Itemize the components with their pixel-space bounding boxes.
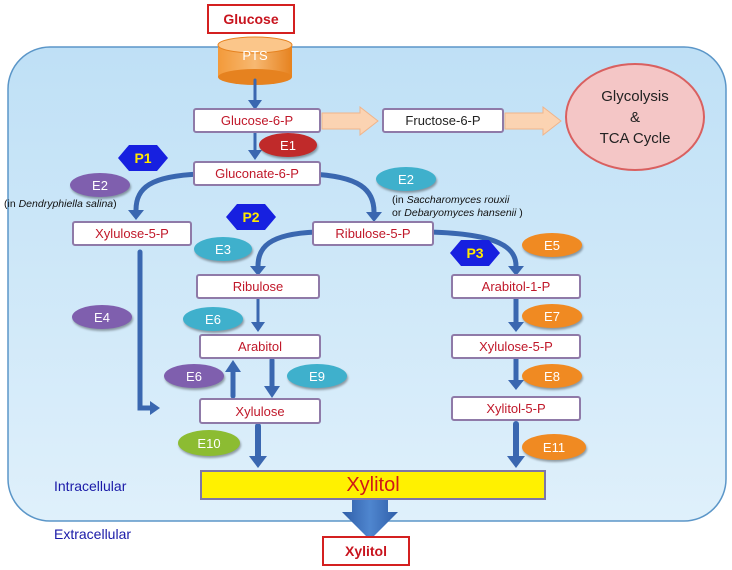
xylulose-5-p-right-box: Xylulose-5-P (451, 334, 581, 359)
enzyme-e6-bottom: E6 (164, 364, 224, 388)
cycle-line-3: TCA Cycle (599, 129, 671, 147)
export-arrow (342, 500, 398, 540)
note-debaryomyces: or Debaryomyces hansenii ) (392, 207, 523, 220)
enzyme-e3: E3 (194, 237, 252, 261)
arrow-to-fructose (321, 105, 379, 137)
note-saccharomyces: (in Saccharomyces rouxii (392, 194, 509, 207)
enzyme-e6-top: E6 (183, 307, 243, 331)
gluconate-6-p-box: Gluconate-6-P (193, 161, 321, 186)
cycle-line-2: & (629, 108, 640, 126)
pathway-p2-badge: P2 (226, 204, 276, 230)
enzyme-e2-left: E2 (70, 173, 130, 197)
note-left-suffix: ) (113, 198, 117, 210)
xylitol-bar: Xylitol (200, 470, 546, 500)
note-right-species-2: Debaryomyces hansenii (404, 207, 517, 219)
enzyme-e7: E7 (522, 304, 582, 328)
pathway-p3-badge: P3 (450, 240, 500, 266)
note-left-prefix: (in (4, 198, 19, 210)
note-dendryphiella: (in Dendryphiella salina) (4, 198, 117, 211)
xylitol-output-box: Xylitol (322, 536, 410, 566)
intracellular-label: Intracellular (54, 478, 127, 494)
note-right-species-1: Saccharomyces rouxii (406, 194, 510, 206)
cycle-line-1: Glycolysis (601, 87, 669, 105)
pts-transporter (217, 36, 293, 85)
enzyme-e8: E8 (522, 364, 582, 388)
xylulose-box: Xylulose (199, 398, 321, 424)
arrow-to-glycolysis (504, 105, 562, 137)
extracellular-label: Extracellular (54, 526, 132, 542)
enzyme-e4: E4 (72, 305, 132, 329)
pts-label: PTS (242, 48, 268, 63)
note-right-prefix: (in (392, 194, 407, 206)
enzyme-e2-right: E2 (376, 167, 436, 191)
note-left-species: Dendryphiella salina (18, 198, 114, 210)
enzyme-e11: E11 (522, 434, 586, 460)
fructose-6-p-box: Fructose-6-P (382, 108, 504, 133)
enzyme-e5: E5 (522, 233, 582, 257)
arrow-heads (128, 100, 525, 468)
ribulose-5-p-box: Ribulose-5-P (312, 221, 434, 246)
glucose-input-box: Glucose (207, 4, 295, 34)
enzyme-e9: E9 (287, 364, 347, 388)
xylulose-5-p-left-box: Xylulose-5-P (72, 221, 192, 246)
ribulose-box: Ribulose (196, 274, 320, 299)
enzyme-e10: E10 (178, 430, 240, 456)
enzyme-e1: E1 (259, 133, 317, 157)
pathway-p1-badge: P1 (118, 145, 168, 171)
arabitol-1-p-box: Arabitol-1-P (451, 274, 581, 299)
glucose-6-p-box: Glucose-6-P (193, 108, 321, 133)
glycolysis-tca-circle: Glycolysis & TCA Cycle (565, 63, 705, 171)
xylitol-5-p-box: Xylitol-5-P (451, 396, 581, 421)
note-right-or: or (392, 207, 405, 219)
note-right-suffix: ) (516, 207, 523, 219)
arabitol-box: Arabitol (199, 334, 321, 359)
pathway-arrows (133, 78, 519, 459)
